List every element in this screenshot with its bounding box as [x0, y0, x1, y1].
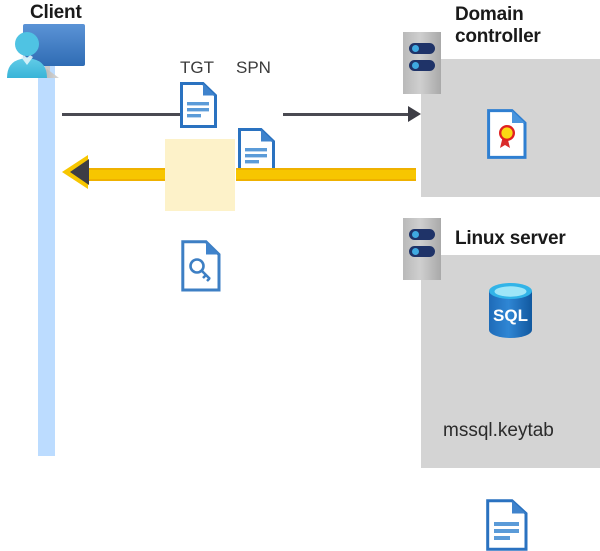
document-icon	[486, 499, 600, 551]
rack-slot	[409, 229, 435, 240]
rack-slot	[409, 60, 435, 71]
tgt-label: TGT	[180, 58, 214, 77]
document-icon	[238, 128, 600, 174]
spn-label: SPN	[236, 58, 271, 77]
diagram-canvas: Client	[5, 2, 600, 551]
rack-led-icon	[412, 248, 419, 255]
rack-led-icon	[412, 231, 419, 238]
svg-text:SQL: SQL	[493, 306, 528, 325]
rack-led-icon	[412, 62, 419, 69]
key-document-icon	[181, 240, 600, 292]
request-arrow-line-right	[283, 113, 413, 116]
keytab-label: mssql.keytab	[443, 420, 554, 441]
key-highlight-box	[165, 139, 235, 211]
document-icon	[180, 82, 600, 128]
user-workstation-icon	[5, 22, 91, 84]
client-title: Client	[30, 2, 82, 23]
client-lifeline	[38, 62, 55, 456]
certificate-document-icon	[487, 109, 527, 164]
server-rack-icon	[403, 218, 441, 280]
response-arrow-line-left	[85, 168, 165, 181]
request-arrow-line-left	[62, 113, 181, 116]
rack-slot	[409, 246, 435, 257]
linux-server-title: Linux server	[455, 228, 566, 249]
domain-controller-title: Domain controller	[455, 4, 541, 47]
response-arrow-head	[70, 159, 89, 185]
sql-database-icon: SQL	[483, 281, 538, 346]
server-rack-icon	[403, 32, 441, 94]
response-arrow-line-right	[236, 168, 416, 181]
rack-led-icon	[412, 45, 419, 52]
rack-slot	[409, 43, 435, 54]
request-arrow-head	[408, 106, 421, 122]
